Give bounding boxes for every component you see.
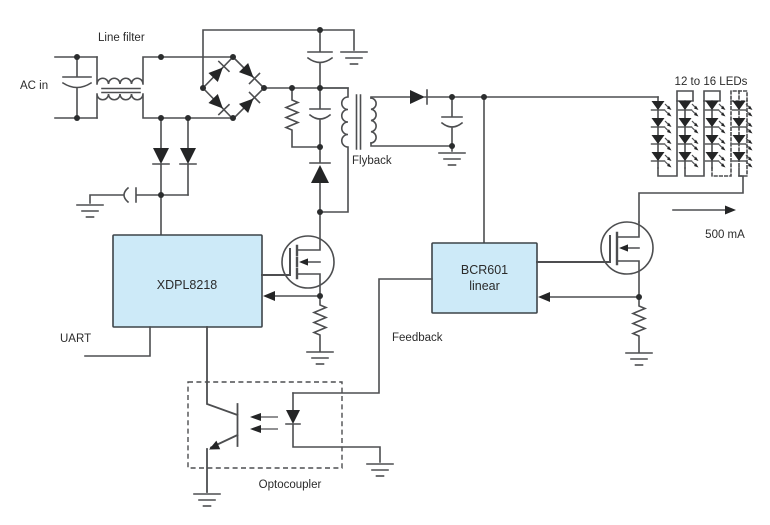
bridge-rectifier [201, 55, 266, 121]
optocoupler: Optocoupler [187, 326, 394, 507]
junction-dots [74, 27, 642, 300]
controller-box [112, 234, 263, 328]
x-capacitor [61, 56, 93, 119]
led-link-2-3 [684, 90, 721, 177]
led-return-wire [638, 167, 744, 223]
controller-label: XDPL8218 [157, 278, 218, 292]
led-link-1-2 [657, 90, 694, 177]
snubber-resistor [283, 87, 321, 148]
primary-top-rail [202, 29, 368, 89]
current-sense-arrow-2 [538, 292, 640, 302]
main-mosfet [261, 211, 335, 297]
ac-in-label: AC in [20, 80, 48, 92]
output-current-annotation: 500 mA [672, 205, 745, 241]
output-capacitor [438, 96, 466, 166]
output-current-label: 500 mA [705, 229, 745, 241]
ground-top [340, 51, 368, 65]
uart-label: UART [60, 333, 91, 345]
line-filter-label: Line filter [98, 32, 145, 44]
led-string: 12 to 16 LEDs [638, 76, 754, 223]
output-diode [410, 89, 659, 105]
opto-led [285, 392, 394, 477]
ac-input: AC in [20, 56, 98, 119]
flyback-transformer: Flyback [319, 87, 453, 213]
led-link-3-4-optional [711, 90, 748, 177]
ground-sense-2 [625, 352, 653, 366]
optocoupler-outline [187, 381, 343, 469]
current-sense-arrow-1 [263, 291, 321, 301]
uart-port: UART [60, 326, 151, 357]
sense-resistor-2 [625, 296, 653, 366]
ground-opto-transistor [193, 493, 221, 507]
bus-capacitor-top [306, 29, 334, 89]
vcc-diode-2 [179, 117, 197, 196]
snubber-capacitor [308, 87, 332, 148]
bridge-diode-ll [208, 93, 231, 116]
linear-chip: BCR601 linear [431, 242, 538, 314]
ground-vcc [76, 204, 104, 218]
vcc-capacitor [76, 186, 189, 218]
bridge-diode-ul [208, 60, 231, 83]
feedback-label: Feedback [392, 332, 443, 344]
flyback-label: Flyback [352, 155, 392, 167]
ground-opto-led [366, 463, 394, 477]
led-count-label: 12 to 16 LEDs [675, 76, 748, 88]
line-filter-choke: Line filter [96, 32, 234, 119]
linear-sublabel: linear [469, 279, 500, 293]
ground-output [438, 152, 466, 166]
vcc-diode-1 [152, 117, 170, 196]
linear-box [431, 242, 538, 314]
optocoupler-label: Optocoupler [259, 479, 322, 491]
controller-chip: XDPL8218 [112, 234, 263, 328]
linear-mosfet [536, 221, 654, 298]
sense-resistor-1 [306, 295, 334, 365]
linear-label: BCR601 [461, 263, 508, 277]
opto-phototransistor [193, 326, 239, 507]
bridge-diode-ur [238, 62, 261, 85]
feedback-wire: Feedback [292, 278, 443, 394]
ground-sense-1 [306, 351, 334, 365]
clamp-diode [309, 146, 331, 213]
light-arrows [250, 413, 278, 433]
bridge-diode-lr [238, 91, 261, 114]
